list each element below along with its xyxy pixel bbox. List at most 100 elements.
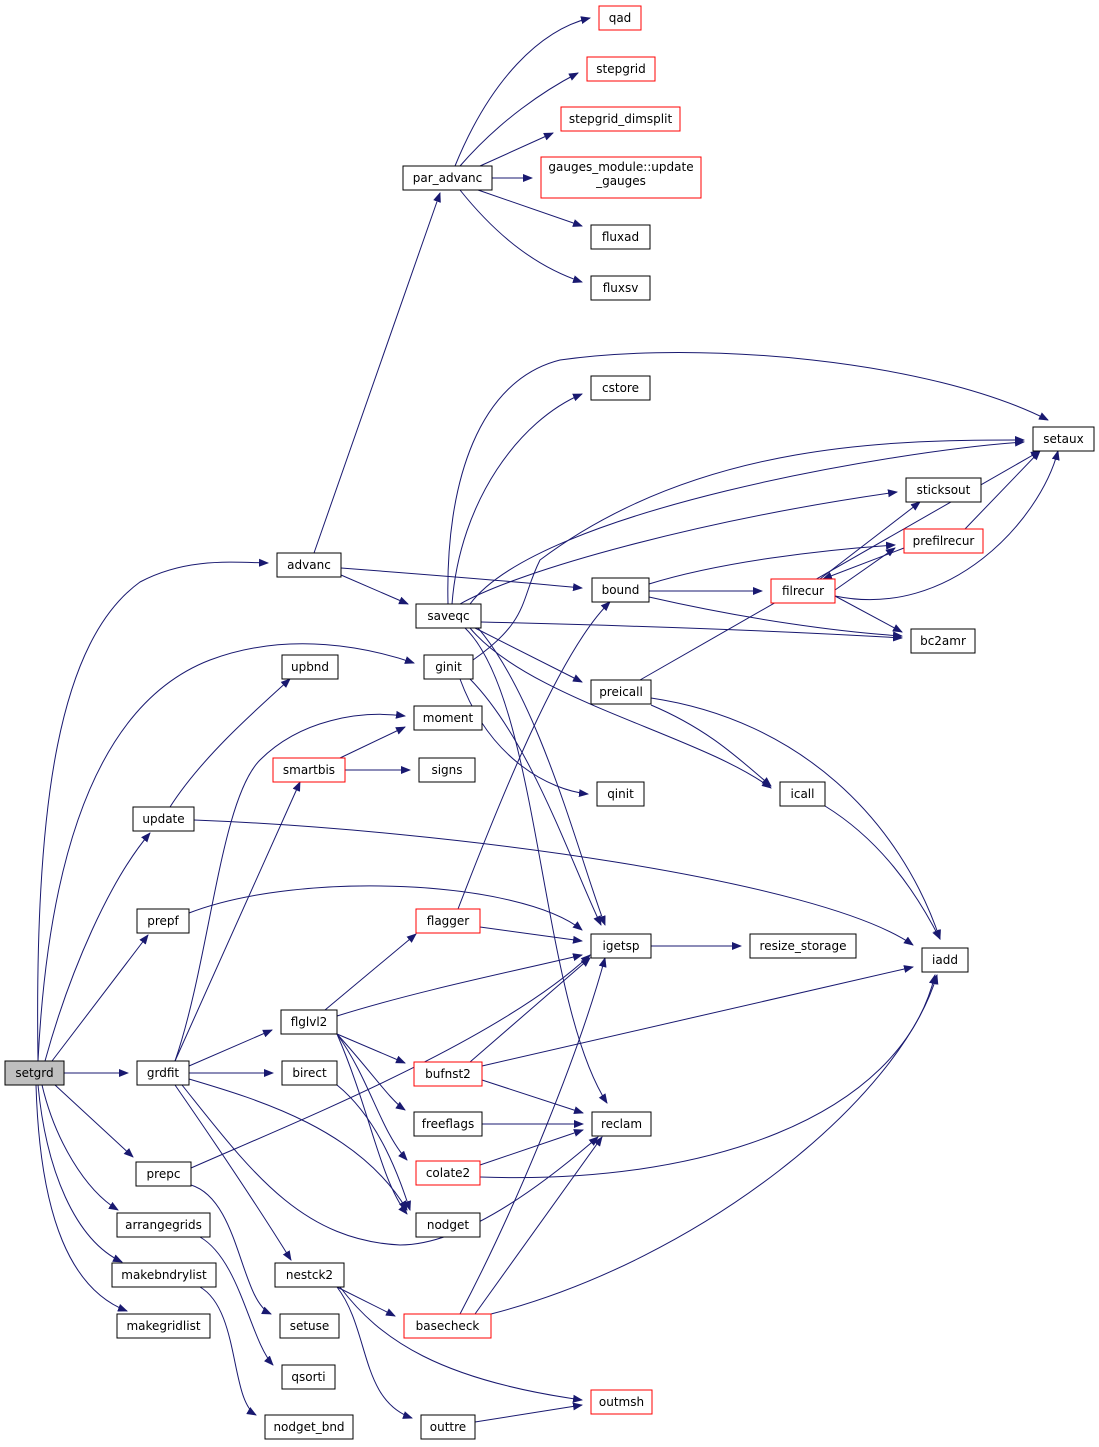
node-fluxad[interactable]: fluxad (590, 224, 651, 250)
node-label: sticksout (917, 483, 971, 497)
node-label: gauges_module::update (548, 160, 693, 174)
node-box (4, 1060, 65, 1086)
edge-advanc-to-par-advanc (313, 192, 441, 554)
node-makebndrylist[interactable]: makebndrylist (111, 1262, 217, 1288)
node-box (596, 781, 645, 807)
node-qad[interactable]: qad (598, 5, 642, 31)
node-bound[interactable]: bound (591, 577, 650, 603)
node-birect[interactable]: birect (281, 1060, 338, 1086)
edge-filrecur-to-bc2amr (834, 595, 903, 633)
node-outtre[interactable]: outtre (420, 1414, 476, 1440)
node-flagger[interactable]: flagger (415, 908, 481, 934)
node-basecheck[interactable]: basecheck (403, 1313, 492, 1339)
node-box (910, 628, 976, 654)
node-flglvl2[interactable]: flglvl2 (280, 1009, 338, 1035)
node-preicall[interactable]: preicall (590, 679, 652, 705)
node-freeflags[interactable]: freeflags (413, 1111, 483, 1137)
node-label: reclam (601, 1117, 642, 1131)
node-advanc[interactable]: advanc (276, 552, 342, 578)
node-setgrd[interactable]: setgrd (4, 1060, 65, 1086)
node-nestck2[interactable]: nestck2 (274, 1262, 345, 1288)
node-saveqc[interactable]: saveqc (415, 603, 482, 629)
node-label: cstore (602, 381, 639, 395)
node-iadd[interactable]: iadd (921, 947, 969, 973)
edge-filrecur-to-setaux (834, 450, 1060, 601)
node-smartbis[interactable]: smartbis (272, 757, 346, 783)
node-sticksout[interactable]: sticksout (905, 477, 982, 503)
edge-prefilrecur-to-setaux (964, 450, 1041, 530)
edge-flglvl2-to-nodget (336, 1033, 408, 1215)
edge-setgrd-to-ginit (37, 643, 415, 1062)
node-fluxsv[interactable]: fluxsv (590, 275, 651, 301)
node-label: par_advanc (413, 171, 483, 185)
node-box (590, 1389, 653, 1415)
node-box (779, 781, 826, 807)
edge-bufnst2-to-iadd (481, 965, 914, 1067)
node-makegridlist[interactable]: makegridlist (116, 1313, 211, 1339)
edge-par-advanc-to-stepgrid-dimsplit (479, 132, 554, 167)
edge-flglvl2-to-igetsp (336, 953, 583, 1017)
node-nodget-bnd[interactable]: nodget_bnd (264, 1414, 354, 1440)
node-grdfit[interactable]: grdfit (136, 1060, 190, 1086)
node-bufnst2[interactable]: bufnst2 (413, 1061, 483, 1087)
edge-update-to-iadd (193, 819, 914, 946)
edge-prepc-to-setuse (190, 1184, 272, 1315)
node-update-gauges[interactable]: gauges_module::update_gauges (540, 156, 702, 199)
node-cstore[interactable]: cstore (590, 375, 651, 401)
node-outmsh[interactable]: outmsh (590, 1389, 653, 1415)
edge-update-to-upbnd (169, 678, 291, 808)
node-signs[interactable]: signs (418, 757, 476, 783)
edge-basecheck-to-iadd (490, 974, 939, 1315)
node-setuse[interactable]: setuse (279, 1313, 340, 1339)
node-par-advanc[interactable]: par_advanc (402, 165, 493, 191)
edge-advanc-to-bound (340, 567, 583, 592)
node-box (420, 1414, 476, 1440)
edge-grdfit-to-nodget (188, 1078, 408, 1211)
node-prepc[interactable]: prepc (135, 1161, 192, 1187)
node-update[interactable]: update (132, 806, 195, 832)
node-box (921, 947, 969, 973)
node-bc2amr[interactable]: bc2amr (910, 628, 976, 654)
node-box (281, 1364, 336, 1390)
edge-prefilrecur-to-filrecur (822, 547, 905, 580)
node-label: smartbis (283, 763, 335, 777)
node-setaux[interactable]: setaux (1032, 426, 1095, 452)
node-arrangegrids[interactable]: arrangegrids (116, 1212, 211, 1238)
node-resize-storage[interactable]: resize_storage (749, 933, 857, 959)
node-igetsp[interactable]: igetsp (590, 933, 652, 959)
node-box (590, 679, 652, 705)
edge-saveqc-to-sticksout (459, 489, 898, 605)
node-upbnd[interactable]: upbnd (281, 654, 339, 680)
node-colate2[interactable]: colate2 (415, 1160, 481, 1186)
node-box (413, 1061, 483, 1087)
node-box (403, 1313, 492, 1339)
edge-nestck2-to-basecheck (336, 1286, 396, 1317)
node-box (264, 1414, 354, 1440)
node-stepgrid[interactable]: stepgrid (586, 56, 656, 82)
node-filrecur[interactable]: filrecur (770, 578, 836, 604)
node-qinit[interactable]: qinit (596, 781, 645, 807)
edge-saveqc-to-igetsp (477, 627, 606, 926)
edge-saveqc-to-icall (469, 627, 772, 789)
node-stepgrid-dimsplit[interactable]: stepgrid_dimsplit (560, 106, 681, 132)
node-box (413, 1111, 483, 1137)
node-label: stepgrid_dimsplit (569, 112, 673, 126)
node-qsorti[interactable]: qsorti (281, 1364, 336, 1390)
edge-saveqc-to-reclam (464, 627, 608, 1104)
node-nodget[interactable]: nodget (415, 1212, 481, 1238)
node-prepf[interactable]: prepf (136, 908, 190, 934)
node-moment[interactable]: moment (413, 705, 483, 731)
edge-bufnst2-to-reclam (481, 1079, 584, 1115)
edge-prepc-to-igetsp (190, 954, 591, 1169)
edge-basecheck-to-igetsp (459, 957, 607, 1315)
edge-par-advanc-to-stepgrid (459, 72, 579, 167)
node-prefilrecur[interactable]: prefilrecur (903, 528, 984, 554)
node-box (903, 528, 984, 554)
node-ginit[interactable]: ginit (423, 654, 474, 680)
node-icall[interactable]: icall (779, 781, 826, 807)
node-label: bufnst2 (425, 1067, 471, 1081)
edge-birect-to-nodget (336, 1084, 411, 1211)
node-reclam[interactable]: reclam (591, 1111, 652, 1137)
node-label: qsorti (291, 1370, 325, 1384)
node-label: update (142, 812, 184, 826)
